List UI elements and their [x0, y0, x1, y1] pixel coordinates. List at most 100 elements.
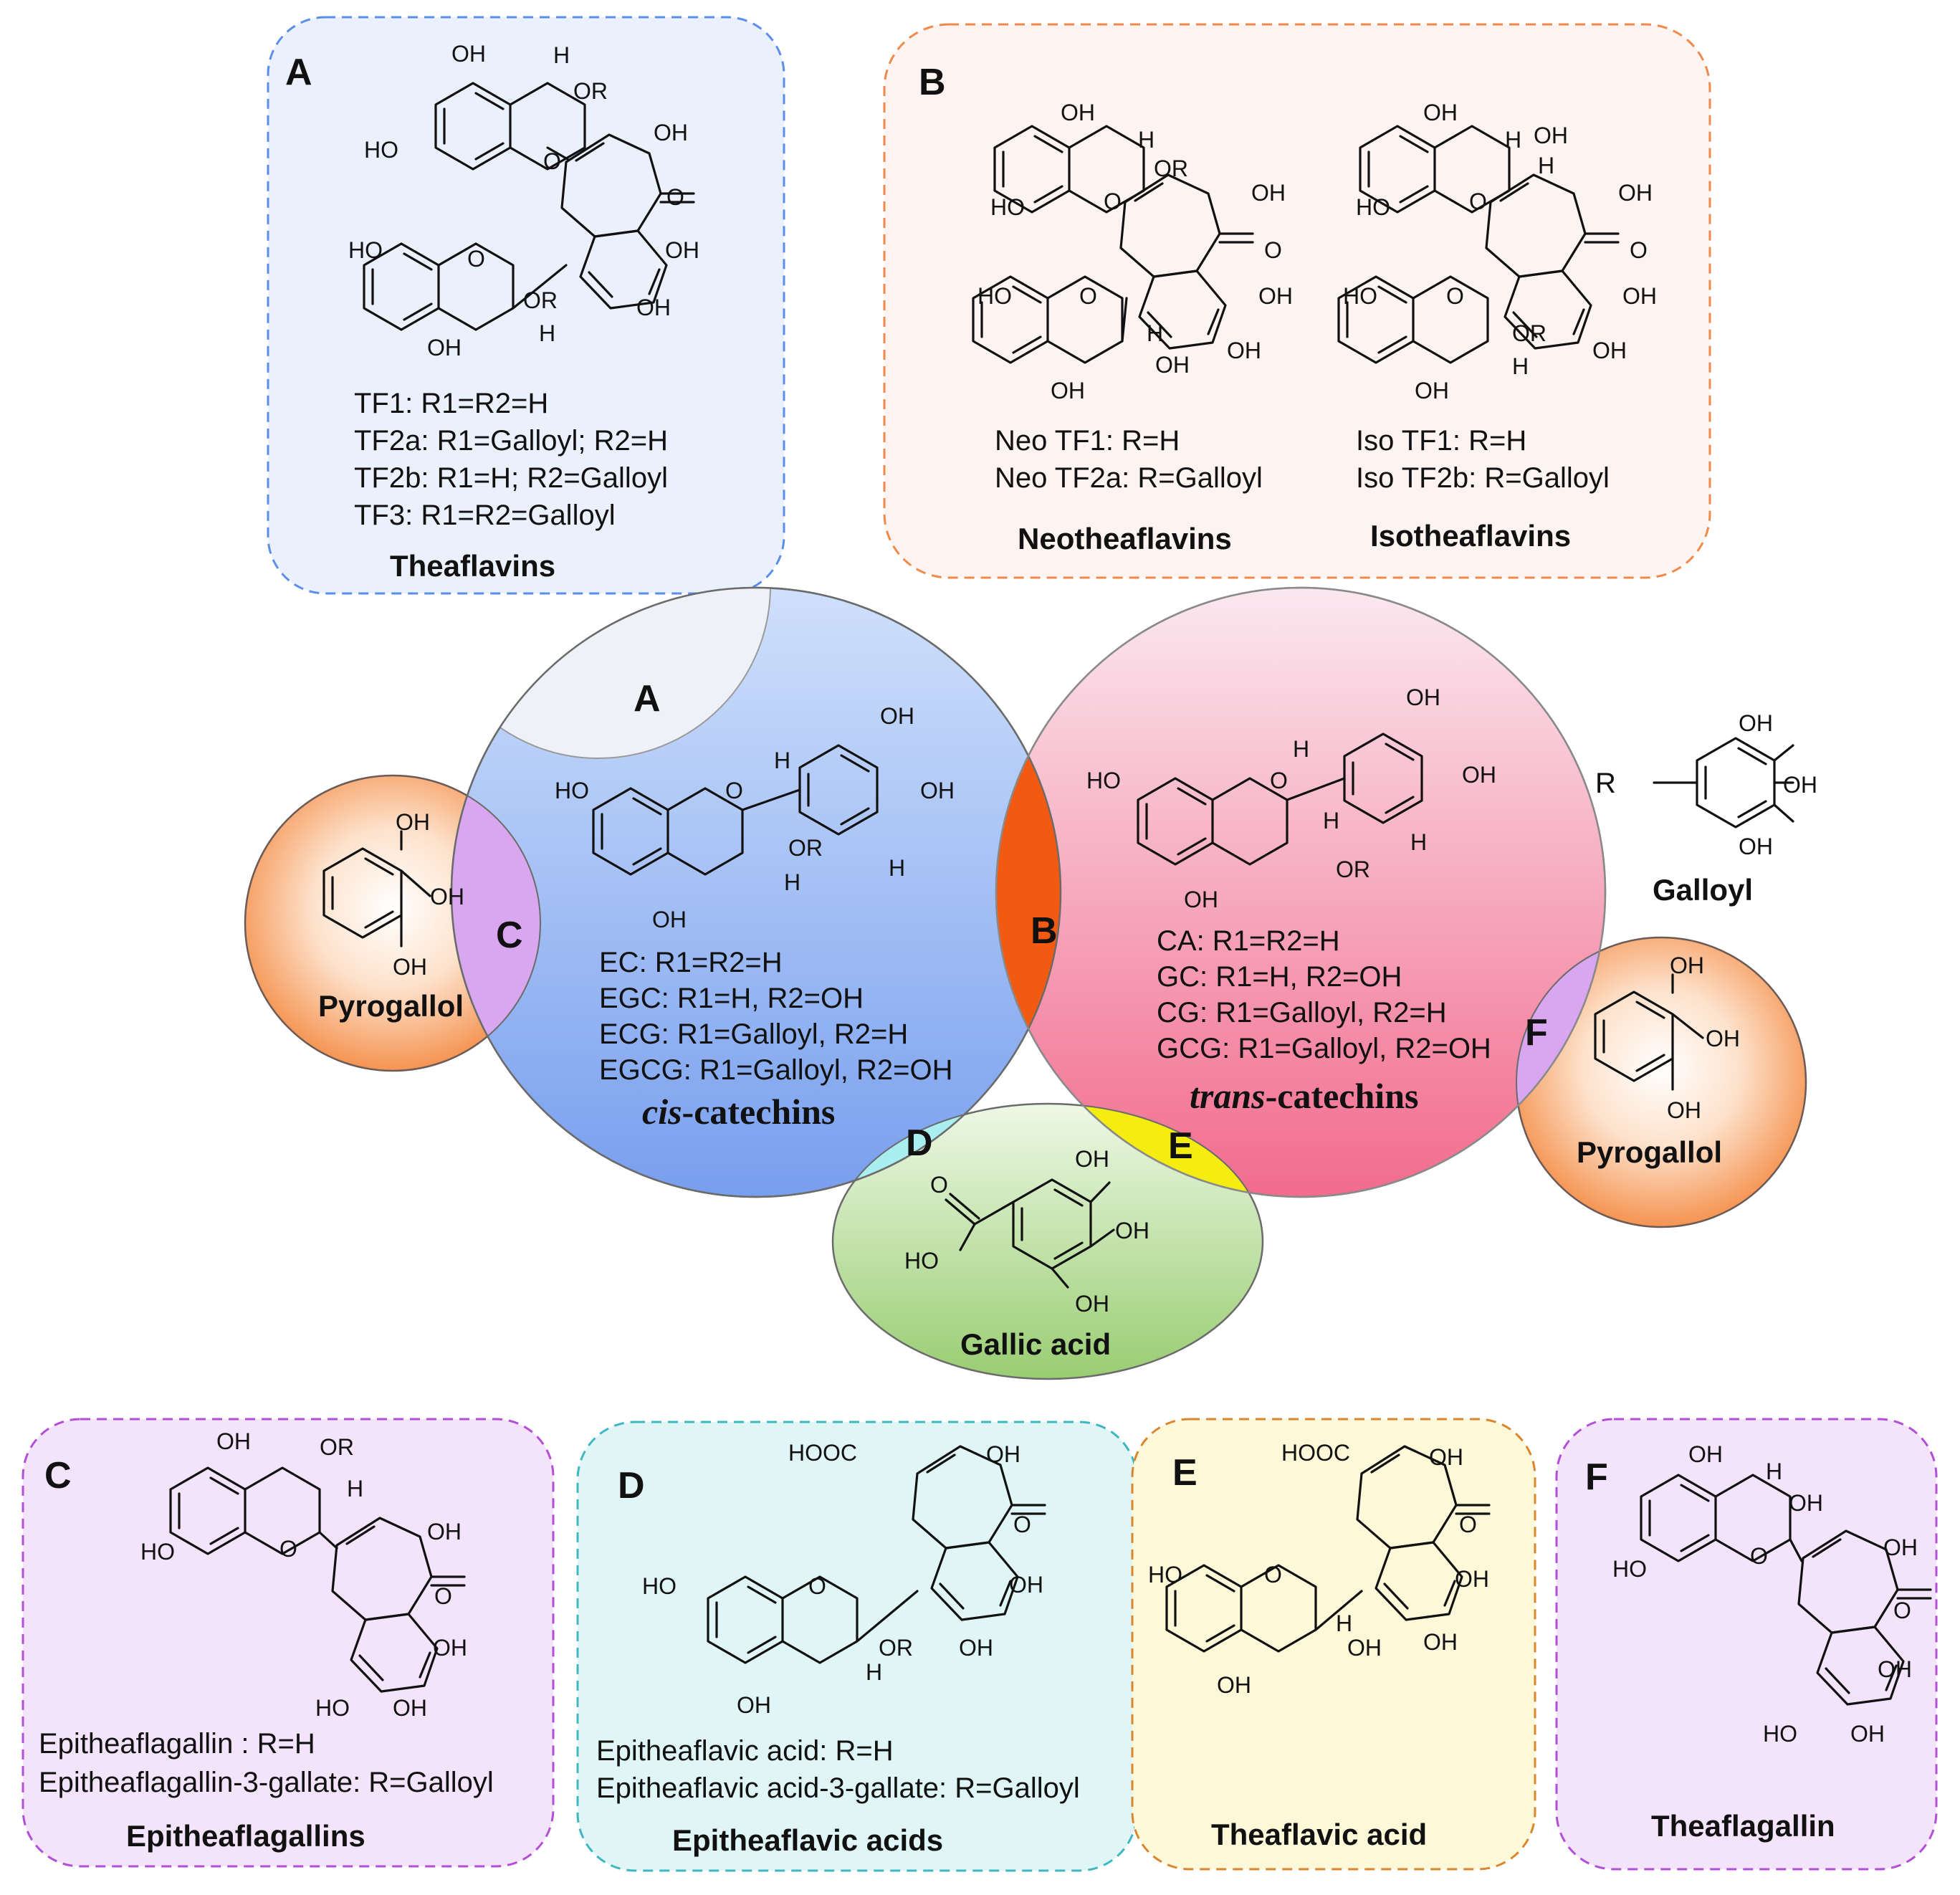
trans-title: trans-catechins — [1190, 1076, 1418, 1116]
svg-text:OH: OH — [1789, 1490, 1823, 1516]
svg-text:H: H — [1538, 153, 1554, 178]
svg-text:OH: OH — [433, 1635, 467, 1661]
svg-text:OH: OH — [1415, 378, 1449, 404]
svg-text:OR: OR — [523, 287, 558, 313]
svg-text:HO: HO — [977, 283, 1012, 309]
legend-line: CA: R1=R2=H — [1157, 925, 1340, 957]
svg-text:OH: OH — [1155, 352, 1190, 378]
panel-title: Neotheaflavins — [1018, 522, 1232, 555]
epitheaflavic-acid-structure: HOOC OH O OH OH HO O OR H OH — [642, 1440, 1046, 1718]
svg-text:OH: OH — [1423, 100, 1458, 125]
gallic-acid-title: Gallic acid — [960, 1327, 1111, 1361]
svg-text:OH: OH — [1739, 834, 1773, 859]
panel-theaflagallin: F OH HO O H OH OH O OH OH HO Theaflagall… — [1555, 1418, 1938, 1871]
panel-letter: A — [285, 52, 312, 93]
svg-text:O: O — [1446, 283, 1464, 309]
svg-text:HO: HO — [642, 1573, 677, 1599]
svg-text:OH: OH — [393, 954, 427, 980]
legend-line: Epitheaflavic acid-3-gallate: R=Galloyl — [596, 1772, 1080, 1804]
overlap-label-c: C — [496, 915, 523, 956]
svg-text:OH: OH — [1706, 1026, 1740, 1051]
svg-text:OH: OH — [216, 1428, 251, 1454]
svg-text:O: O — [1893, 1598, 1911, 1623]
epitheaflagallin-structure: OH HO O OR H OH O OH OH HO — [140, 1428, 467, 1721]
svg-text:OH: OH — [920, 778, 955, 803]
svg-text:HO: HO — [555, 778, 589, 803]
svg-text:OH: OH — [636, 295, 671, 320]
svg-text:OH: OH — [1688, 1441, 1723, 1467]
svg-text:HO: HO — [364, 137, 398, 163]
svg-text:OH: OH — [1455, 1566, 1489, 1592]
pyrogallol-left-structure: OH OH OH — [322, 809, 464, 980]
svg-text:H: H — [1410, 829, 1427, 855]
svg-text:H: H — [1293, 736, 1309, 762]
legend-line: EC: R1=R2=H — [599, 947, 783, 978]
svg-text:H: H — [347, 1476, 363, 1502]
neotheaflavin-structure: OH HO O H OR OH O OH OH HO O H OH OH — [972, 100, 1293, 404]
svg-text:OR: OR — [788, 835, 823, 861]
svg-text:OH: OH — [1878, 1656, 1912, 1682]
legend-line: Iso TF1: R=H — [1356, 425, 1526, 457]
pyrogallol-left-title: Pyrogallol — [318, 989, 464, 1023]
legend-line: Epitheaflagallin-3-gallate: R=Galloyl — [39, 1767, 494, 1798]
overlap-label-f: F — [1525, 1012, 1548, 1054]
svg-text:OH: OH — [1251, 180, 1286, 206]
svg-text:OR: OR — [320, 1434, 354, 1460]
legend-line: TF3: R1=R2=Galloyl — [354, 500, 616, 531]
svg-text:H: H — [1512, 353, 1529, 379]
legend-line: TF2b: R1=H; R2=Galloyl — [354, 462, 668, 494]
svg-text:OH: OH — [652, 907, 687, 932]
svg-text:H: H — [889, 855, 905, 881]
svg-text:O: O — [1459, 1512, 1477, 1537]
panel-neo-iso-theaflavins: B OH HO O H OR OH O OH OH HO O H OH OH O… — [883, 23, 1711, 579]
svg-text:H: H — [784, 869, 800, 895]
legend-line: Neo TF2a: R=Galloyl — [995, 462, 1263, 494]
svg-text:O: O — [1079, 283, 1097, 309]
svg-text:OR: OR — [1154, 156, 1188, 181]
svg-text:H: H — [866, 1659, 882, 1685]
svg-text:O: O — [1270, 768, 1288, 793]
svg-text:HO: HO — [1343, 283, 1377, 309]
svg-text:O: O — [1264, 237, 1282, 263]
legend-line: Neo TF1: R=H — [995, 425, 1180, 457]
panel-title: Theaflagallin — [1651, 1809, 1835, 1843]
legend-line: Iso TF2b: R=Galloyl — [1356, 462, 1610, 494]
gallic-acid-circle — [831, 1102, 1264, 1380]
svg-text:OR: OR — [879, 1635, 913, 1661]
svg-text:O: O — [434, 1583, 452, 1609]
svg-text:OH: OH — [1061, 100, 1095, 125]
svg-text:OH: OH — [430, 884, 464, 910]
panel-epitheaflagallins: C OH HO O OR H OH O OH OH HO Epitheaflag… — [21, 1418, 555, 1868]
legend-line: EGC: R1=H, R2=OH — [599, 983, 864, 1014]
svg-text:O: O — [1013, 1512, 1031, 1537]
svg-text:OH: OH — [1406, 684, 1440, 710]
legend-line: GC: R1=H, R2=OH — [1157, 961, 1402, 993]
svg-text:OH: OH — [1227, 338, 1261, 363]
svg-text:O: O — [1469, 188, 1487, 214]
theaflagallin-structure: OH HO O H OH OH O OH OH HO — [1612, 1441, 1932, 1747]
legend-line: GCG: R1=Galloyl, R2=OH — [1157, 1033, 1491, 1064]
svg-text:HO: HO — [1086, 768, 1121, 793]
panel-letter: E — [1172, 1452, 1197, 1494]
svg-text:HO: HO — [1356, 194, 1390, 220]
svg-text:H: H — [1323, 808, 1339, 834]
panel-title: Epitheaflavic acids — [672, 1823, 943, 1857]
svg-text:OH: OH — [986, 1441, 1020, 1467]
svg-text:OH: OH — [1739, 710, 1773, 736]
svg-text:HOOC: HOOC — [788, 1440, 857, 1466]
legend-line: TF1: R1=R2=H — [354, 388, 548, 419]
svg-text:H: H — [1336, 1610, 1352, 1636]
svg-text:H: H — [539, 320, 555, 346]
pyrogallol-right-structure: OH OH OH — [1594, 953, 1740, 1123]
panel-theaflavins: A OH HO O H OR OH O OH OH HO O OR H OH T… — [267, 16, 785, 595]
panel-letter: D — [618, 1465, 645, 1507]
panel-epitheaflavic-acids: D HOOC OH O OH OH HO O OR H OH Epitheafl… — [576, 1421, 1138, 1872]
svg-text:O: O — [930, 1172, 948, 1198]
svg-text:O: O — [467, 246, 485, 272]
svg-text:OR: OR — [1336, 856, 1370, 882]
svg-text:OH: OH — [1592, 338, 1627, 363]
svg-text:OH: OH — [1347, 1635, 1382, 1661]
svg-text:OH: OH — [1217, 1672, 1251, 1698]
svg-text:HO: HO — [1612, 1556, 1647, 1582]
svg-text:OH: OH — [1883, 1534, 1918, 1560]
